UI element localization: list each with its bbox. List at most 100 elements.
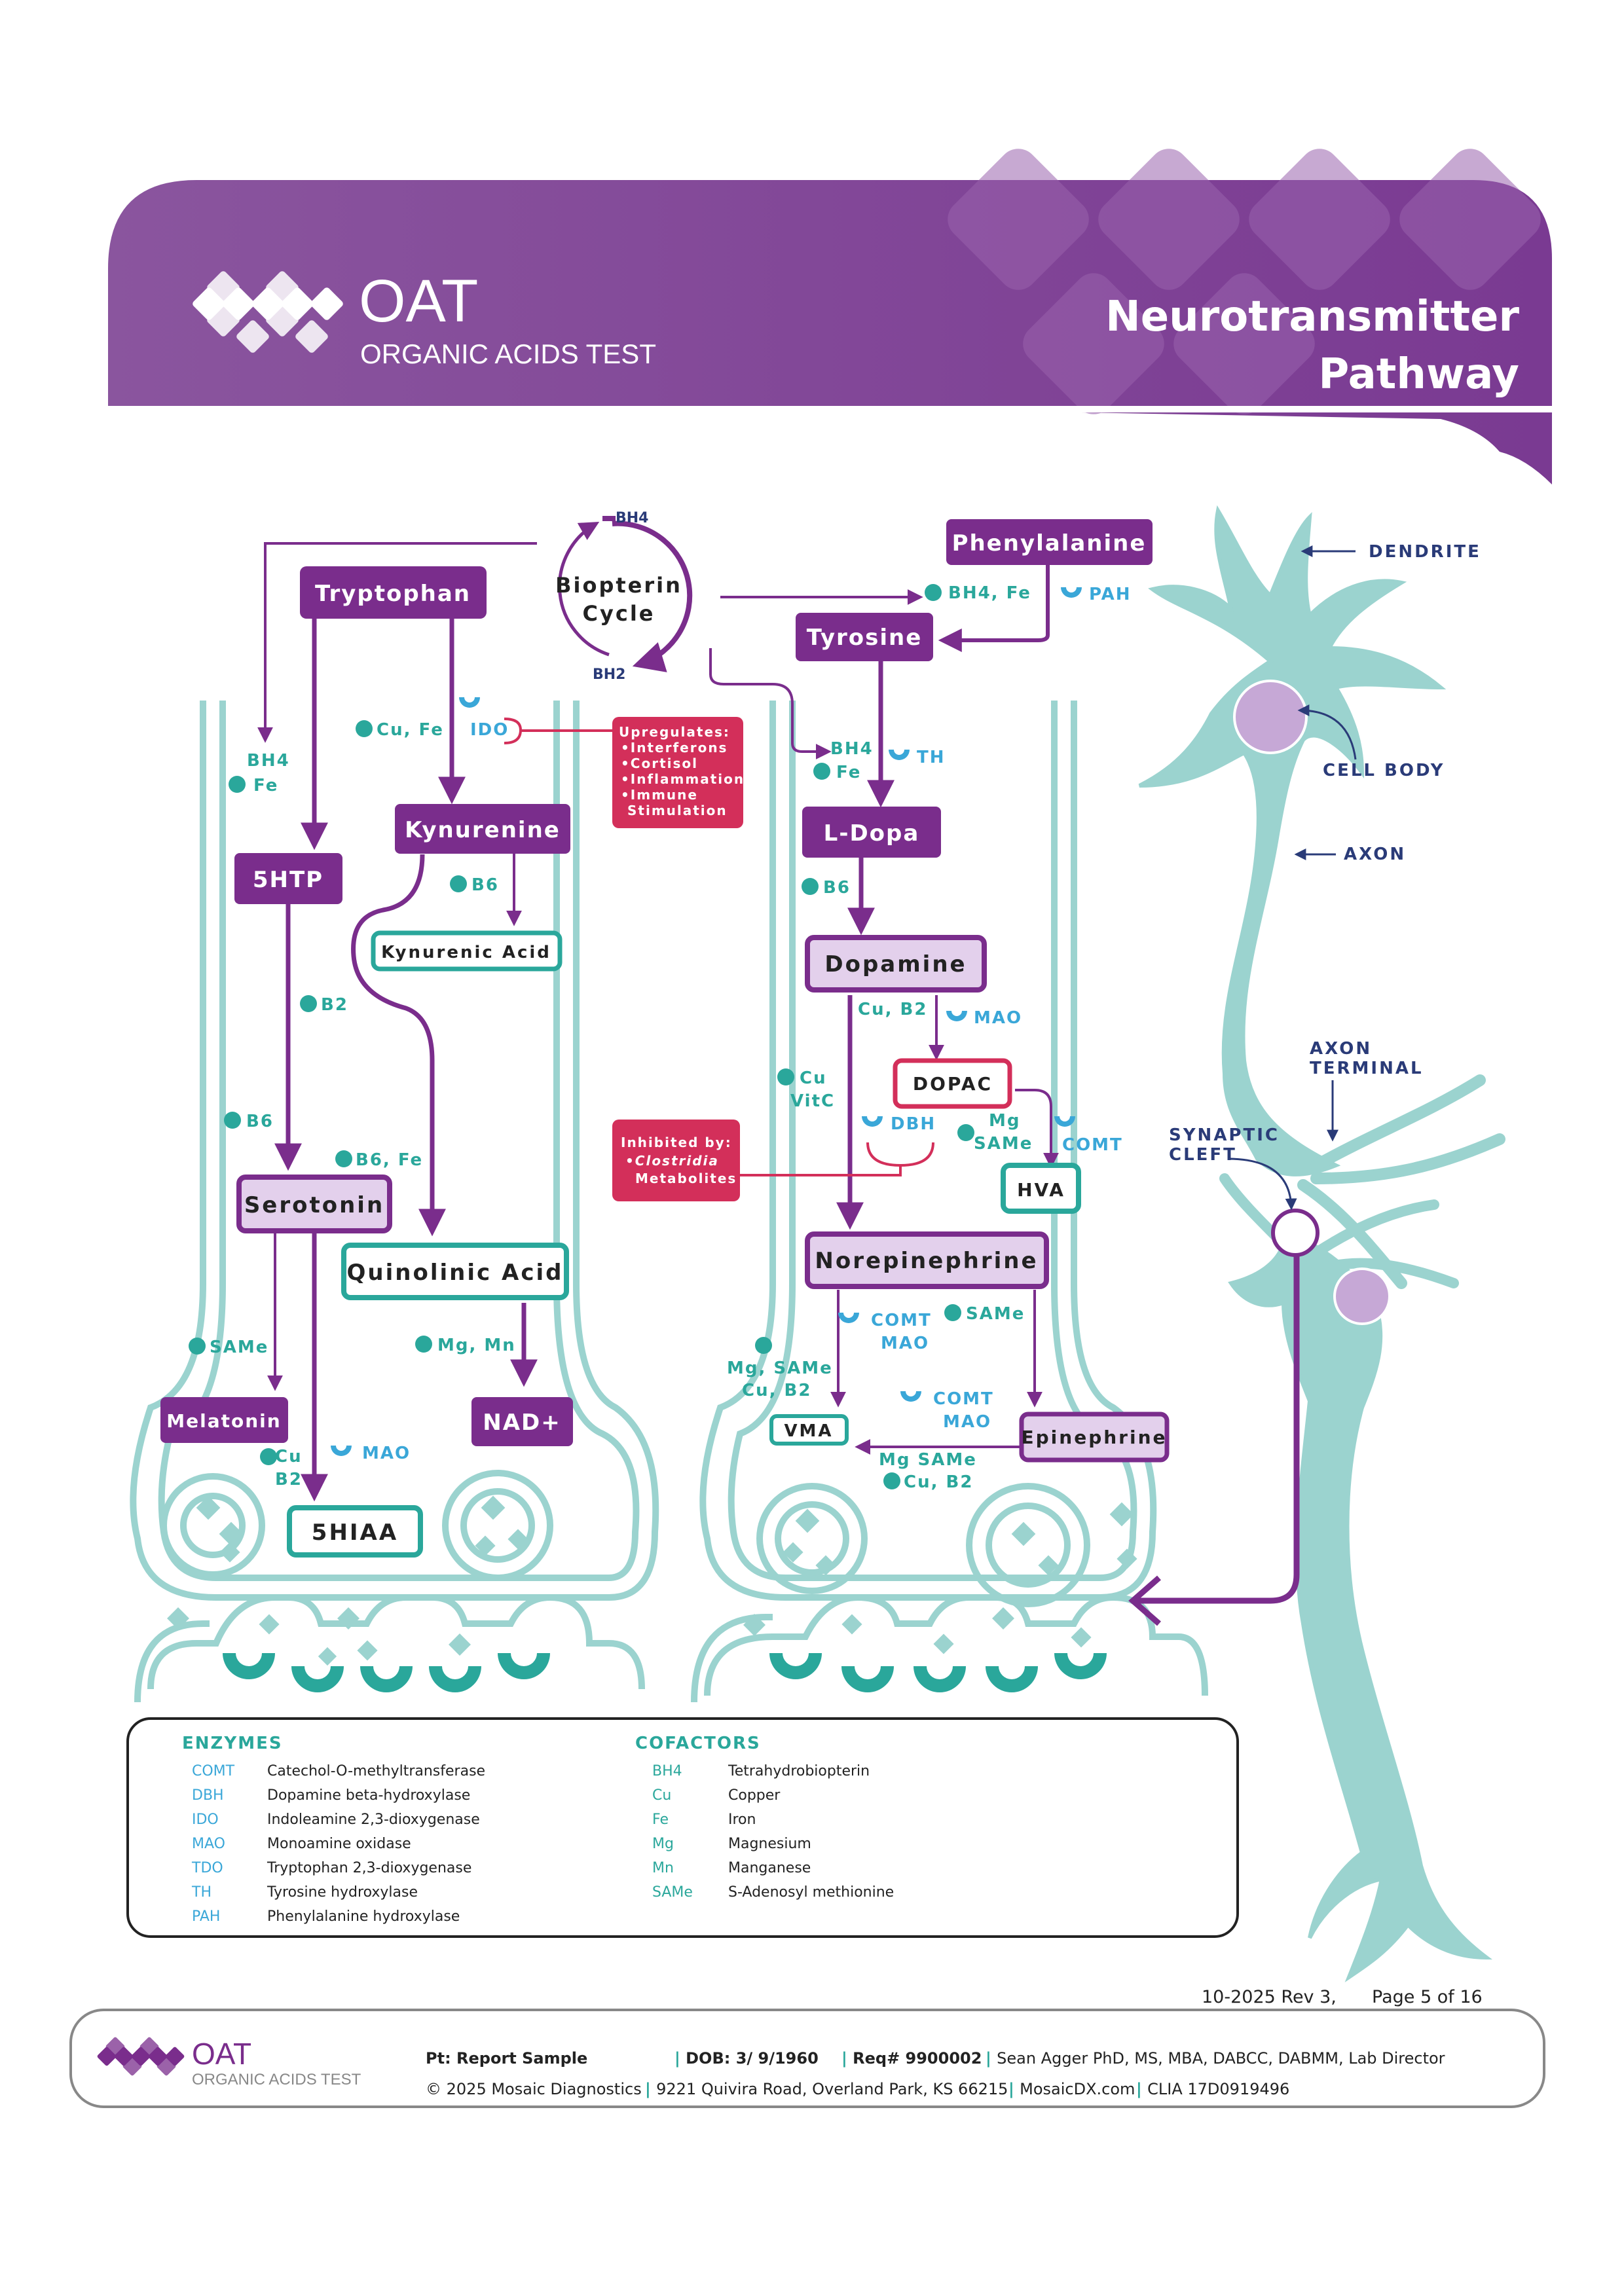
cof-bh4-ldopa: BH4 — [830, 739, 874, 759]
node-kynurenine: Kynurenine — [405, 817, 561, 843]
page-title-line1: Neurotransmitter — [1105, 293, 1519, 341]
cof-b2-5htp: B2 — [321, 995, 348, 1015]
cofactor-name: Tetrahydrobiopterin — [728, 1763, 870, 1779]
node-norepinephrine: Norepinephrine — [815, 1248, 1038, 1274]
node-dopamine: Dopamine — [824, 951, 967, 977]
brand-name: OAT — [359, 268, 479, 335]
enz-mao-ne: MAO — [881, 1334, 929, 1353]
enz-comt-ne: COMT — [871, 1311, 932, 1330]
callout-inhibited-1: •Clostridia — [625, 1153, 719, 1169]
neuron-pointers — [1227, 545, 1357, 1211]
vesicle-particles — [167, 1495, 1137, 1666]
enzyme-abbr: MAO — [192, 1836, 225, 1852]
cof-mg-a: Mg — [989, 1111, 1020, 1131]
cofactor-dots — [189, 584, 974, 1489]
cof-same-mel: SAMe — [210, 1338, 268, 1357]
header-band — [108, 149, 1552, 484]
enz-mao-epi: MAO — [943, 1412, 991, 1432]
enzyme-abbr: TH — [192, 1884, 212, 1901]
node-5hiaa: 5HIAA — [312, 1520, 398, 1546]
enz-comt-epi: COMT — [933, 1389, 994, 1409]
node-tyrosine: Tyrosine — [807, 625, 923, 651]
bh2-cycle-label: BH2 — [593, 666, 626, 683]
node-nad: NAD+ — [483, 1410, 561, 1436]
enzyme-name: Monoamine oxidase — [267, 1836, 411, 1852]
node-vma: VMA — [784, 1421, 833, 1441]
enzyme-name: Tyrosine hydroxylase — [267, 1884, 418, 1901]
label-dendrite: DENDRITE — [1369, 542, 1481, 562]
cof-fe-left: Fe — [253, 776, 278, 795]
enz-comt-hva: COMT — [1062, 1135, 1123, 1155]
oat-logo-icon — [193, 271, 343, 353]
neuron-illustration — [1138, 505, 1505, 1982]
bh4-cycle-label: BH4 — [616, 510, 649, 526]
cof-cu-fe: Cu, Fe — [377, 720, 444, 740]
cof-cu-b2-dopac: Cu, B2 — [858, 1000, 927, 1019]
node-melatonin: Melatonin — [166, 1410, 281, 1432]
legend-enzymes-title: ENZYMES — [182, 1734, 283, 1753]
node-dopac: DOPAC — [913, 1073, 993, 1095]
director-value: Sean Agger PhD, MS, MBA, DABCC, DABMM, L… — [997, 2049, 1445, 2068]
diagram-text: Tryptophan Phenylalanine Tyrosine Kynure… — [166, 510, 1481, 1546]
node-boxes — [160, 519, 1170, 1558]
address-field: | 9221 Quivira Road, Overland Park, KS 6… — [645, 2080, 1008, 2098]
label-axon: AXON — [1344, 845, 1406, 864]
patient-name: Pt: Report Sample — [426, 2049, 588, 2068]
cofactor-abbr: Mn — [652, 1860, 674, 1876]
enzyme-abbr: IDO — [192, 1812, 219, 1828]
dob-field: | DOB: 3/ 9/1960 — [674, 2049, 819, 2068]
page-title-line2: Pathway — [1318, 350, 1519, 399]
pathway-arrows — [257, 516, 1300, 1626]
enz-mao-5hiaa: MAO — [362, 1444, 411, 1463]
enz-mao-dopac: MAO — [974, 1008, 1022, 1028]
legend-cofactors-title: COFACTORS — [635, 1734, 761, 1753]
callout-upregulates-1: •Interferons — [621, 740, 728, 756]
callout-upregulates-2: •Cortisol — [621, 756, 698, 771]
callout-upregulates-4: •Immune — [621, 787, 698, 803]
footer-logo-icon — [97, 2037, 185, 2076]
req-field: | Req# 9900002 — [841, 2049, 982, 2068]
footer-brand-subtitle: ORGANIC ACIDS TEST — [192, 2071, 361, 2088]
cof-mg-same-cu-b2-b: Cu, B2 — [742, 1381, 811, 1400]
enzyme-abbr: DBH — [192, 1787, 224, 1804]
cofactor-name: Magnesium — [728, 1836, 811, 1852]
callout-inhibited-0: Inhibited by: — [621, 1135, 732, 1150]
site-link[interactable]: MosaicDX.com — [1020, 2080, 1135, 2098]
cof-b6-kyn: B6 — [471, 875, 499, 895]
node-serotonin: Serotonin — [244, 1192, 384, 1218]
cof-b6-fe: B6, Fe — [356, 1150, 423, 1170]
cofactor-name: Iron — [728, 1812, 756, 1828]
enz-th: TH — [917, 748, 946, 767]
enzyme-abbr: PAH — [192, 1908, 221, 1925]
page-number: Page 5 of 16 — [1372, 1987, 1483, 2007]
enzyme-name: Tryptophan 2,3-dioxygenase — [267, 1860, 472, 1876]
label-axon-terminal-a: AXON — [1310, 1039, 1372, 1059]
enz-ido: IDO — [470, 720, 509, 740]
enz-pah: PAH — [1089, 585, 1132, 604]
footer-brand-name: OAT — [192, 2037, 252, 2071]
enzyme-abbr: COMT — [192, 1763, 235, 1779]
cofactor-abbr: Cu — [652, 1787, 672, 1804]
label-axon-terminal-b: TERMINAL — [1310, 1059, 1424, 1078]
address-value: 9221 Quivira Road, Overland Park, KS 662… — [656, 2080, 1008, 2098]
cof-mg-same-cu-b2-a: Mg, SAMe — [727, 1358, 833, 1378]
enzyme-name: Indoleamine 2,3-dioxygenase — [267, 1812, 480, 1828]
cofactor-abbr: Fe — [652, 1812, 669, 1828]
revision-label: 10-2025 Rev 3, — [1202, 1987, 1337, 2007]
legend-box — [126, 1717, 1239, 1938]
site-field: | MosaicDX.com — [1008, 2080, 1135, 2098]
cof-b6-dopa: B6 — [823, 878, 851, 898]
brand-subtitle: ORGANIC ACIDS TEST — [360, 338, 656, 369]
node-hva: HVA — [1017, 1179, 1065, 1201]
label-synaptic-b: CLEFT — [1169, 1145, 1237, 1165]
node-epinephrine: Epinephrine — [1022, 1427, 1168, 1448]
cof-vitc: VitC — [790, 1091, 835, 1111]
node-tryptophan: Tryptophan — [315, 581, 471, 607]
cof-bh4-fe-phe: BH4, Fe — [948, 583, 1031, 603]
node-kynurenic-acid: Kynurenic Acid — [381, 943, 551, 962]
node-phenylalanine: Phenylalanine — [952, 530, 1147, 556]
cofactor-name: S-Adenosyl methionine — [728, 1884, 895, 1901]
director-field: | Sean Agger PhD, MS, MBA, DABCC, DABMM,… — [986, 2049, 1445, 2068]
node-ldopa: L-Dopa — [824, 820, 920, 847]
